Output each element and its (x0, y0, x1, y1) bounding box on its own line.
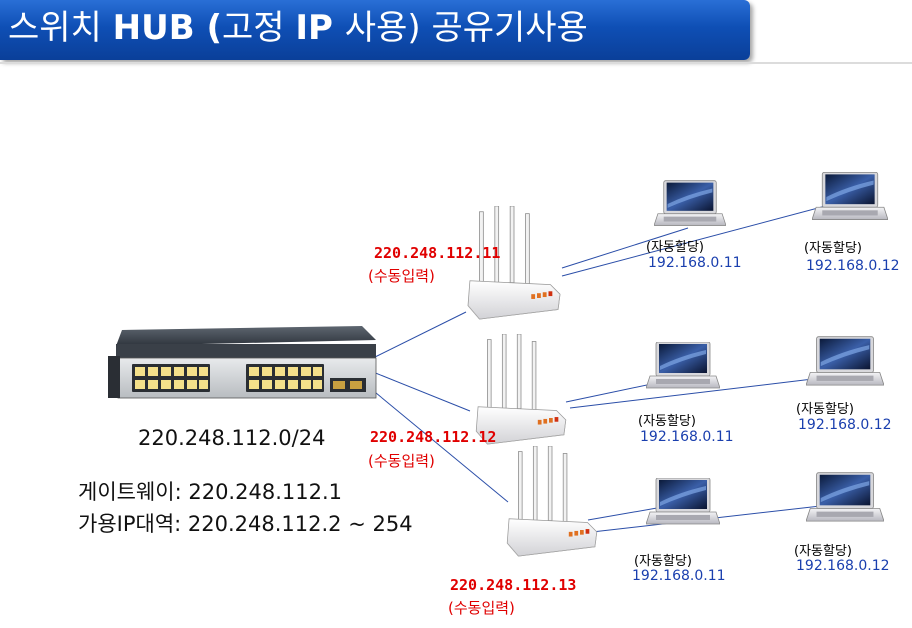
ip-range-label: 가용IP대역: 220.248.112.2 ~ 254 (78, 512, 413, 536)
laptop-3-2-ip: 192.168.0.12 (796, 558, 890, 574)
link-switch-router1 (372, 311, 467, 359)
laptop-3-2-mode: (자동할당) (794, 544, 852, 559)
router-3-mode: (수동입력) (448, 599, 515, 617)
switch-network-label: 220.248.112.0/24 (138, 426, 326, 450)
laptop-2-1-ip: 192.168.0.11 (640, 429, 734, 445)
link-switch-router2 (372, 371, 471, 412)
router-1-mode: (수동입력) (368, 267, 435, 285)
link-router1-laptop1 (561, 227, 689, 269)
router-1-ip: 220.248.112.11 (374, 244, 501, 262)
laptop-1-2-mode: (자동할당) (804, 241, 862, 256)
laptop-3-1-mode: (자동할당) (634, 554, 692, 569)
page-title: 스위치 HUB (고정 IP 사용) 공유기사용 (8, 8, 588, 48)
title-bar: 스위치 HUB (고정 IP 사용) 공유기사용 (0, 0, 750, 60)
laptop-2-2-mode: (자동할당) (796, 402, 854, 417)
laptop-1-1 (654, 180, 726, 226)
link-router1-laptop2 (561, 199, 849, 277)
laptop-1-2-ip: 192.168.0.12 (806, 258, 900, 274)
title-divider (0, 62, 912, 64)
laptop-1-1-mode: (자동할당) (646, 240, 704, 255)
link-lines (369, 199, 849, 533)
laptop-2-2 (806, 336, 884, 386)
router-2-mode: (수동입력) (368, 452, 435, 470)
switch-hub (108, 326, 377, 399)
laptop-2-1-mode: (자동할당) (638, 414, 696, 429)
laptop-3-1-ip: 192.168.0.11 (632, 568, 726, 584)
router-1 (467, 206, 561, 320)
laptop-1-2 (812, 172, 888, 221)
router-3-ip: 220.248.112.13 (450, 576, 577, 594)
laptop-3-1 (646, 478, 720, 525)
link-router2-laptop2 (569, 375, 839, 409)
laptop-2-1 (646, 342, 720, 389)
laptop-3-2 (806, 472, 884, 522)
gateway-label: 게이트웨이: 220.248.112.1 (78, 480, 342, 504)
router-3 (506, 446, 598, 557)
laptop-2-2-ip: 192.168.0.12 (798, 417, 892, 433)
laptop-1-1-ip: 192.168.0.11 (648, 255, 742, 271)
router-2-ip: 220.248.112.12 (370, 428, 497, 446)
link-switch-router3 (369, 387, 509, 503)
